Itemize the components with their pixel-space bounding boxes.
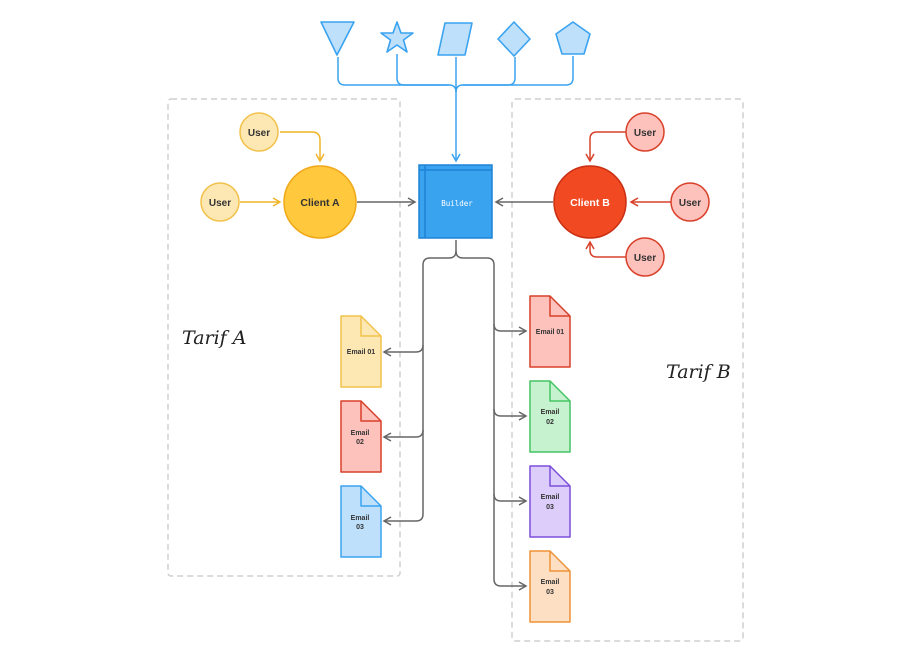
user-to-client-a-arrow: [280, 131, 325, 163]
parallelogram-icon: [437, 22, 473, 56]
email-label: Email: [351, 430, 370, 437]
client-b-node[interactable]: [553, 165, 627, 239]
email-doc[interactable]: Email 03: [529, 465, 571, 538]
shape-icons: [320, 21, 591, 57]
email-number: 03: [356, 524, 364, 531]
email-label: Email 01: [347, 349, 376, 356]
email-number: 02: [356, 439, 364, 446]
email-label: Email: [541, 579, 560, 586]
client-a-node[interactable]: [283, 165, 357, 239]
user-label: User: [634, 128, 656, 139]
user-label: User: [679, 198, 701, 209]
user-to-client-b-arrow: [585, 131, 626, 163]
email-doc[interactable]: Email 03: [529, 550, 571, 623]
shape-connectors: [337, 54, 574, 163]
email-label: Email 01: [536, 329, 565, 336]
email-doc[interactable]: Email 01: [340, 315, 382, 388]
email-number: 03: [546, 589, 554, 596]
user-node[interactable]: [625, 112, 665, 152]
client-b-group: User User User Client B: [494, 112, 710, 277]
user-to-client-b-arrow: [585, 240, 626, 258]
email-label: Email: [541, 494, 560, 501]
tarif-a-zone: [167, 98, 401, 577]
user-label: User: [634, 253, 656, 264]
email-doc[interactable]: Email 03: [340, 485, 382, 558]
diamond-icon: [497, 21, 531, 57]
triangle-icon: [320, 21, 355, 56]
user-node[interactable]: [200, 182, 240, 222]
client-a-label: Client A: [300, 197, 340, 209]
client-b-label: Client B: [570, 197, 610, 209]
email-doc[interactable]: Email 02: [529, 380, 571, 453]
email-label: Email: [351, 515, 370, 522]
builder-label: Builder: [441, 199, 473, 208]
user-label: User: [248, 128, 270, 139]
email-number: 02: [546, 419, 554, 426]
email-number: 03: [546, 504, 554, 511]
tarif-a-label: Tarif A: [182, 327, 246, 349]
email-doc[interactable]: Email 02: [340, 400, 382, 473]
user-label: User: [209, 198, 231, 209]
email-doc[interactable]: Email 01: [529, 295, 571, 368]
user-node[interactable]: [625, 237, 665, 277]
builder-block[interactable]: Builder: [418, 164, 493, 239]
star-icon: [380, 21, 414, 53]
email-connectors: [382, 240, 528, 591]
client-a-group: User User Client A: [200, 112, 417, 239]
tarif-b-zone: [511, 98, 744, 642]
tarif-b-label: Tarif B: [666, 361, 731, 383]
pentagon-icon: [555, 21, 591, 55]
user-node[interactable]: [239, 112, 279, 152]
email-label: Email: [541, 409, 560, 416]
user-node[interactable]: [670, 182, 710, 222]
